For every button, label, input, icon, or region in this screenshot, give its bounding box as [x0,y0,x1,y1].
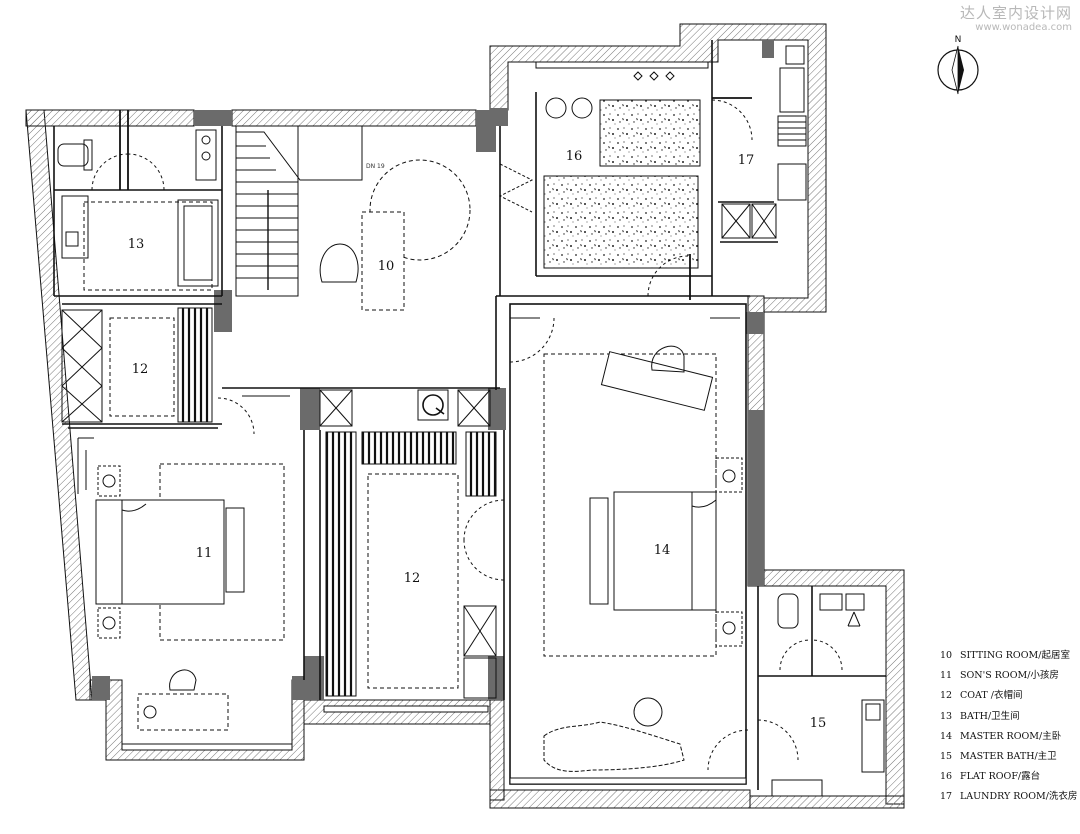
legend-num: 16 [940,771,953,783]
legend-num: 14 [940,730,953,742]
legend-text: LAUNDRY ROOM/洗衣房 [960,791,1078,803]
room-label-17: 17 [738,153,755,168]
interior-walls [53,40,886,790]
room-legend: 10 SITTING ROOM/起居室 11 SON'S ROOM/小孩房 12 CO… [940,646,1077,808]
legend-item: 17 LAUNDRY ROOM/洗衣房 [940,787,1077,807]
legend-text: FLAT ROOF/露台 [960,771,1041,783]
coat-room-small [61,307,213,423]
legend-num: 15 [940,751,953,763]
legend-text: MASTER ROOM/主卧 [960,730,1062,742]
master-bath [757,593,885,797]
room-label-12-small: 12 [132,362,149,377]
coat-room-center [325,431,505,699]
legend-num: 11 [940,670,953,682]
legend-item: 15 MASTER BATH/主卫 [940,747,1077,767]
legend-text: COAT /衣帽间 [960,690,1023,702]
north-compass: N [937,35,979,95]
legend-item: 16 FLAT ROOF/露台 [940,767,1077,787]
windows [121,61,747,785]
stair-note: DN 19 [366,163,385,170]
flat-roof [498,71,701,300]
legend-item: 10 SITTING ROOM/起居室 [940,646,1077,666]
legend-num: 17 [940,791,953,803]
legend-num: 12 [940,690,953,702]
legend-text: BATH/卫生间 [960,710,1020,722]
room-label-14: 14 [654,543,671,558]
bath-fixtures [57,110,219,291]
room-label-11: 11 [196,546,213,561]
room-label-13: 13 [128,237,145,252]
room-labels: 10 11 12 12 13 14 15 16 17 [128,149,827,731]
watermark-url: www.wonadea.com [975,22,1072,33]
sitting-room-furniture [319,159,471,311]
laundry-room [711,45,807,239]
legend-text: SITTING ROOM/起居室 [960,650,1070,661]
sons-room-furniture [77,397,285,731]
legend-item: 11 SON'S ROOM/小孩房 [940,666,1077,686]
structural-columns [92,40,774,700]
room-label-12-center: 12 [404,571,421,586]
legend-num: 10 [940,650,953,661]
legend-item: 13 BATH/卫生间 [940,707,1077,727]
room-label-10: 10 [378,259,395,274]
legend-text: SON'S ROOM/小孩房 [960,670,1059,682]
room-label-15: 15 [810,716,827,731]
room-label-16: 16 [566,149,583,164]
legend-text: MASTER BATH/主卫 [960,751,1057,763]
corridor [242,389,491,427]
north-label: N [955,35,962,45]
master-room-furniture [509,317,749,772]
legend-num: 13 [940,710,953,722]
legend-item: 14 MASTER ROOM/主卧 [940,727,1077,747]
staircase [235,125,363,297]
legend-item: 12 COAT /衣帽间 [940,686,1077,706]
watermark-title: 达人室内设计网 [959,4,1072,22]
